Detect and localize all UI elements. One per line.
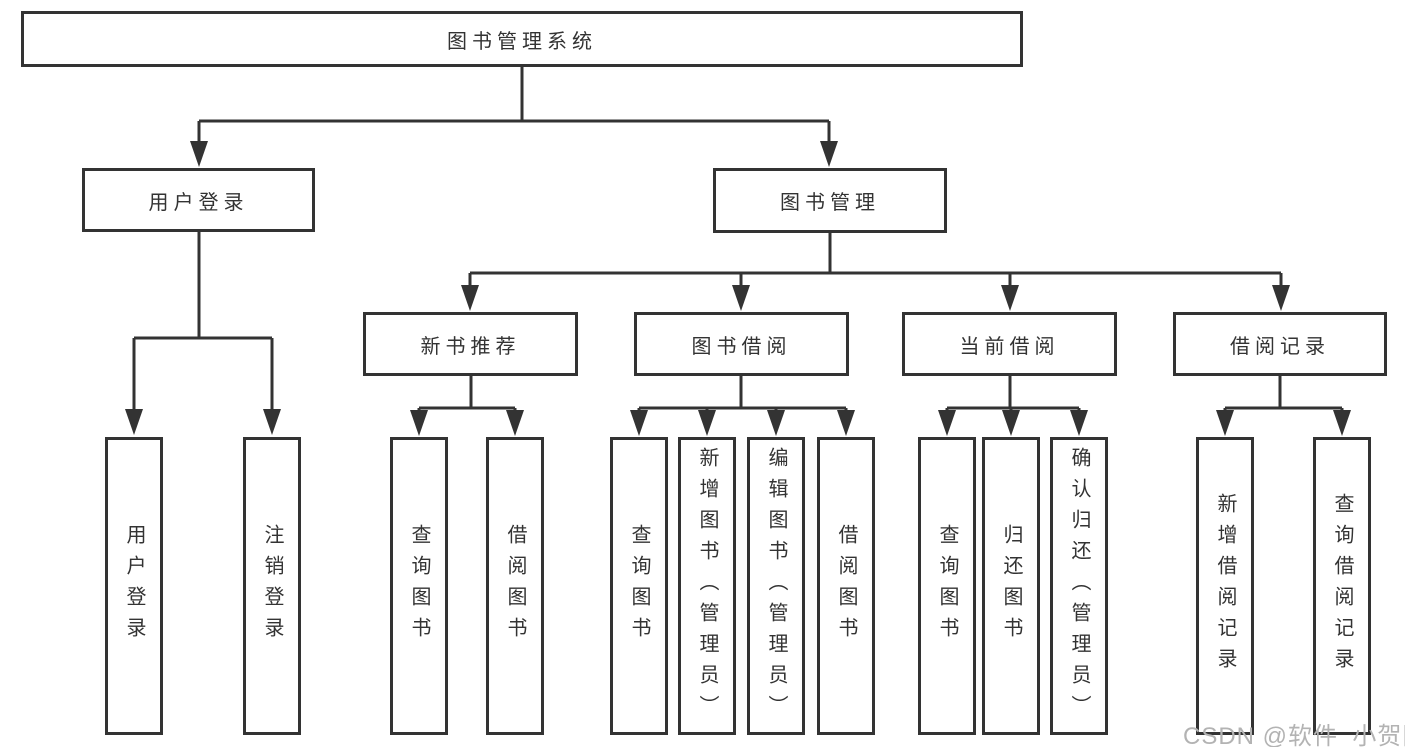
leaf-add-book-admin: 新增图书（管理员） xyxy=(678,437,736,735)
leaf-return-book: 归还图书 xyxy=(982,437,1040,735)
leaf-query-book: 查询图书 xyxy=(610,437,668,735)
node-label: 借阅记录 xyxy=(1230,335,1330,358)
leaf-edit-book-admin: 编辑图书（管理员） xyxy=(747,437,805,735)
leaf-label: 借阅图书 xyxy=(835,524,857,648)
leaf-query-borrow-record: 查询借阅记录 xyxy=(1313,437,1371,735)
node-book-borrow: 图书借阅 xyxy=(634,312,849,376)
csdn-watermark: CSDN @软件_小贺同学 xyxy=(1183,723,1405,747)
leaf-label: 注销登录 xyxy=(261,524,283,648)
leaf-label: 新增图书（管理员） xyxy=(696,446,718,726)
leaf-logout: 注销登录 xyxy=(243,437,301,735)
leaf-label: 查询借阅记录 xyxy=(1331,493,1353,679)
leaf-user-login: 用户登录 xyxy=(105,437,163,735)
node-label: 图书管理 xyxy=(780,192,880,214)
node-library-management-system: 图书管理系统 xyxy=(21,11,1023,67)
leaf-add-borrow-record: 新增借阅记录 xyxy=(1196,437,1254,735)
node-label: 新书推荐 xyxy=(420,335,521,358)
node-label: 用户登录 xyxy=(148,191,249,214)
leaf-borrow-book: 借阅图书 xyxy=(486,437,544,735)
node-current-borrow: 当前借阅 xyxy=(902,312,1117,376)
leaf-label: 确认归还（管理员） xyxy=(1068,446,1090,726)
node-book-management: 图书管理 xyxy=(713,168,947,233)
leaf-label: 用户登录 xyxy=(123,524,145,648)
leaf-label: 借阅图书 xyxy=(504,524,526,648)
leaf-label: 归还图书 xyxy=(1000,524,1022,648)
leaf-label: 查询图书 xyxy=(408,524,430,648)
node-label: 图书管理系统 xyxy=(447,30,597,53)
node-borrow-record: 借阅记录 xyxy=(1173,312,1387,376)
node-new-book-recommend: 新书推荐 xyxy=(363,312,578,376)
leaf-label: 新增借阅记录 xyxy=(1214,493,1236,679)
leaf-label: 查询图书 xyxy=(628,524,650,648)
leaf-borrow-book: 借阅图书 xyxy=(817,437,875,735)
leaf-label: 编辑图书（管理员） xyxy=(765,446,787,726)
leaf-label: 查询图书 xyxy=(936,524,958,648)
leaf-query-book: 查询图书 xyxy=(390,437,448,735)
node-label: 图书借阅 xyxy=(691,335,792,358)
node-label: 当前借阅 xyxy=(959,335,1060,358)
leaf-confirm-return-admin: 确认归还（管理员） xyxy=(1050,437,1108,735)
leaf-query-book: 查询图书 xyxy=(918,437,976,735)
node-user-login: 用户登录 xyxy=(82,168,315,232)
